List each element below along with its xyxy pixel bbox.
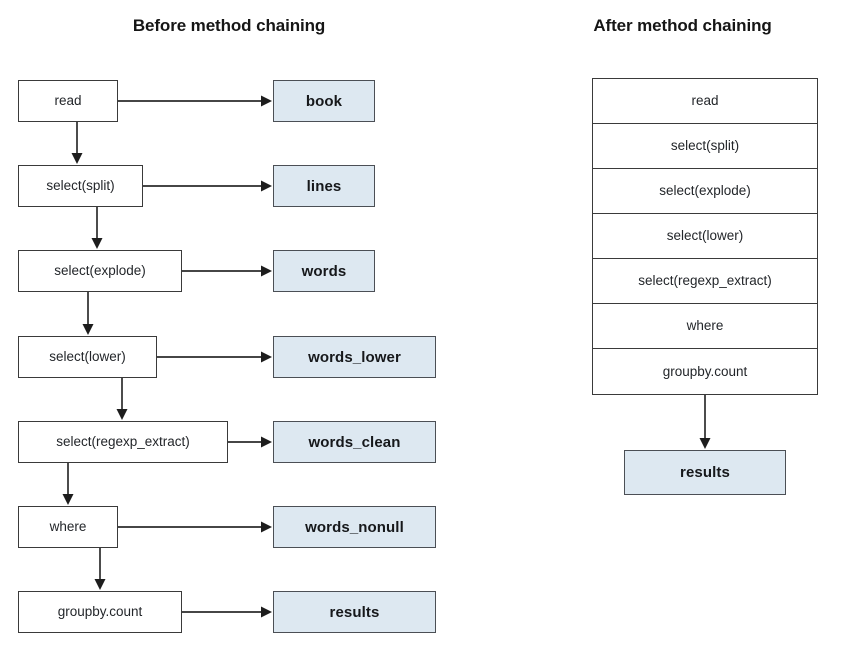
chain-row-select-split-: select(split) [593,124,817,169]
dataframe-box-words: words [273,250,375,292]
dataframe-box-lines: lines [273,165,375,207]
arrowhead-down-1 [91,238,103,249]
operation-box-read: read [18,80,118,122]
arrowhead-right-5 [261,521,272,533]
arrowhead-right-2 [261,265,272,277]
operation-box-where: where [18,506,118,548]
operation-box-select-explode-: select(explode) [18,250,182,292]
operation-box-select-split-: select(split) [18,165,143,207]
operation-box-select-lower-: select(lower) [18,336,157,378]
after-column-title: After method chaining [593,16,772,35]
arrowhead-right-0 [261,95,272,107]
after-results-box: results [624,450,786,495]
dataframe-box-words_lower: words_lower [273,336,436,378]
arrowhead-down-0 [71,153,83,164]
chain-row-groupby-count: groupby.count [662,363,748,379]
chain-row-where: where [593,304,817,349]
arrowhead-down-5 [94,579,106,590]
arrowhead-right-4 [261,436,272,448]
chain-row-select-regexp-extract-: select(regexp_extract) [593,259,817,304]
operation-box-groupby-count: groupby.count [18,591,182,633]
arrowhead-down-3 [116,409,128,420]
arrowhead-right-3 [261,351,272,363]
chain-row-select-explode-: select(explode) [593,169,817,214]
arrowhead-right-6 [261,606,272,618]
arrowhead-down-4 [62,494,74,505]
arrowhead-chain-to-results [699,438,711,449]
before-column-title: Before method chaining [132,16,326,35]
dataframe-box-book: book [273,80,375,122]
operation-box-select-regexp-extract-: select(regexp_extract) [18,421,228,463]
dataframe-box-words_clean: words_clean [273,421,436,463]
dataframe-box-results: results [273,591,436,633]
dataframe-box-words_nonull: words_nonull [273,506,436,548]
arrowhead-down-2 [82,324,94,335]
arrowhead-right-1 [261,180,272,192]
chain-row-read: read [593,79,817,124]
chain-row-select-lower-: select(lower) [593,214,817,259]
